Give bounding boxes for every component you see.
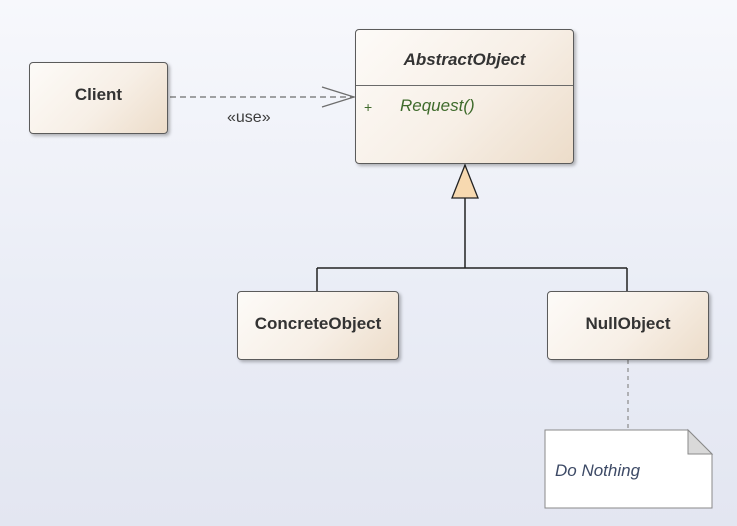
class-name: ConcreteObject	[254, 314, 382, 333]
compartment-divider	[356, 85, 573, 86]
class-null-object[interactable]: NullObject	[547, 291, 709, 360]
class-name: Client	[74, 85, 123, 104]
note-shape[interactable]	[544, 429, 713, 509]
class-name: NullObject	[585, 314, 671, 333]
use-dependency-arrowhead	[321, 86, 357, 108]
use-stereotype-label: «use»	[227, 109, 271, 126]
operation-request[interactable]: Request()	[400, 96, 475, 115]
class-abstract-object[interactable]: AbstractObject + Request()	[355, 29, 574, 164]
generalization-arrowhead-icon	[451, 163, 479, 199]
class-client[interactable]: Client	[29, 62, 168, 134]
operation-visibility: +	[364, 99, 373, 115]
note-fold-corner	[687, 428, 714, 455]
class-name: AbstractObject	[403, 50, 526, 69]
note-text: Do Nothing	[555, 461, 641, 480]
class-concrete-object[interactable]: ConcreteObject	[237, 291, 399, 360]
